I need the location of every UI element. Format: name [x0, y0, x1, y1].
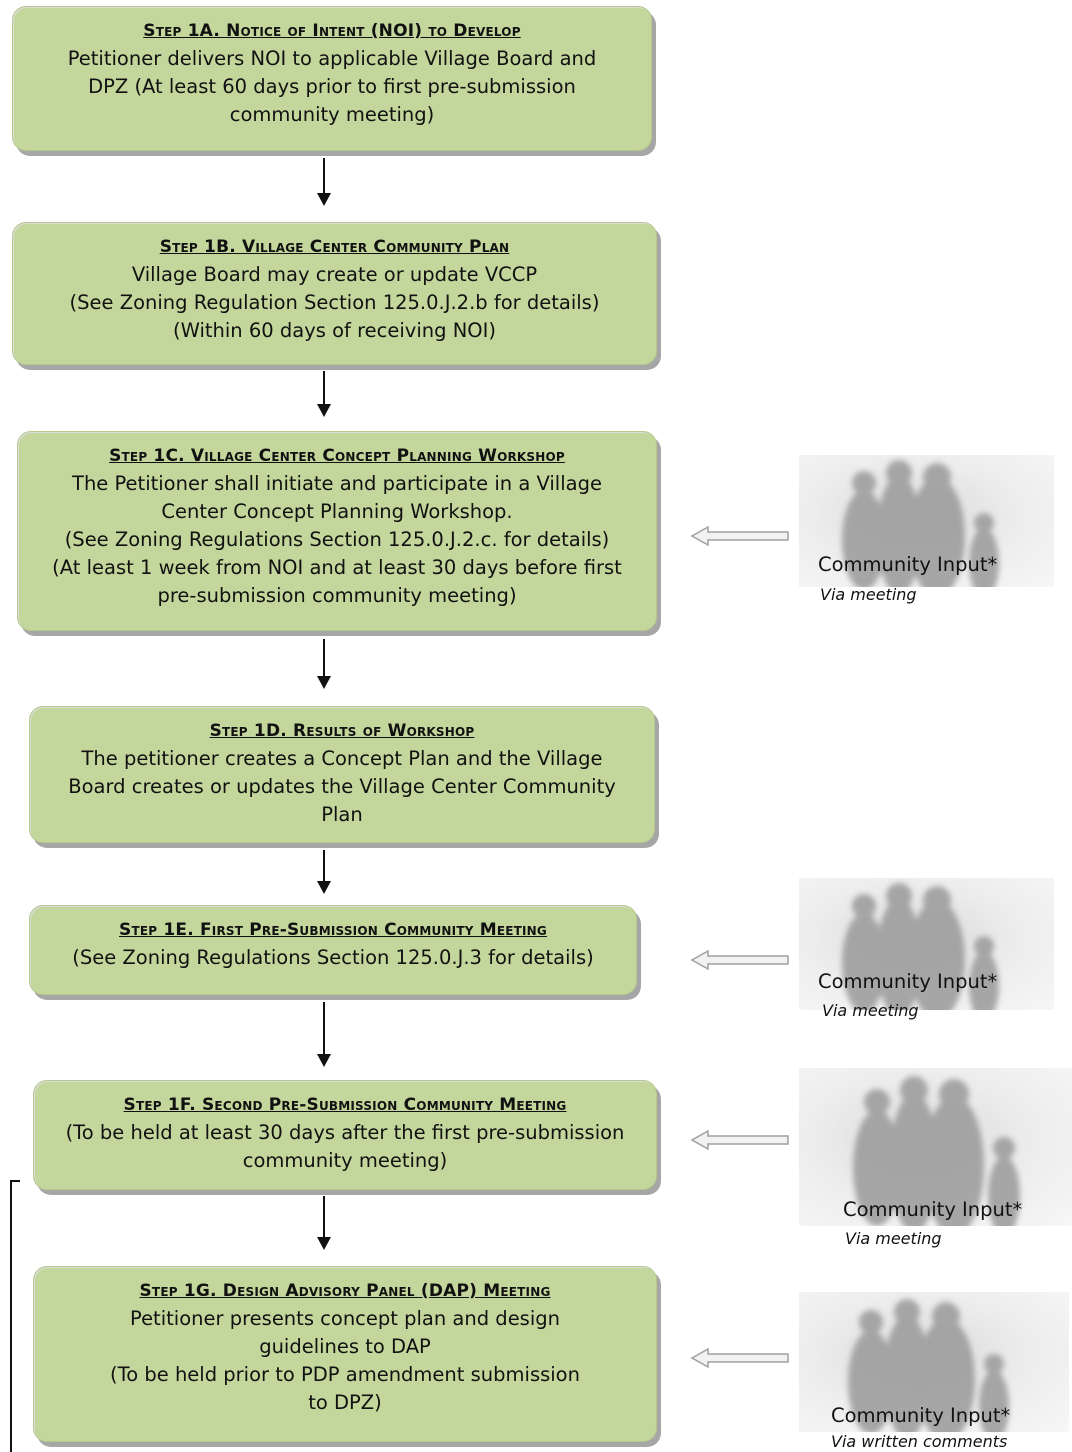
step-title: Step 1B. Village Center Community Plan [159, 237, 510, 257]
step-text: (See Zoning Regulation Section 125.0.J.2… [69, 291, 600, 314]
step-title: Step 1E. First Pre-Submission Community … [119, 920, 547, 940]
down-arrow-icon [317, 1196, 331, 1250]
community-input-image [799, 1068, 1072, 1226]
family-silhouette-icon [848, 1299, 1009, 1432]
community-input-label: Community Input* [818, 970, 998, 993]
step-text: DPZ (At least 60 days prior to first pre… [88, 75, 576, 98]
community-input-label: Community Input* [831, 1404, 1011, 1427]
step-text: Petitioner presents concept plan and des… [130, 1307, 560, 1330]
step-1g-box: Step 1G. Design Advisory Panel (DAP) Mee… [33, 1266, 657, 1442]
community-input-label: Community Input* [818, 553, 998, 576]
step-text: (See Zoning Regulations Section 125.0.J.… [64, 528, 610, 551]
community-input-via: Via meeting [820, 585, 917, 604]
step-text: pre-submission community meeting) [157, 584, 517, 607]
down-arrow-icon [317, 371, 331, 417]
step-1b-box: Step 1B. Village Center Community Plan V… [12, 222, 657, 365]
step-text: (Within 60 days of receiving NOI) [173, 319, 496, 342]
step-text: Village Board may create or update VCCP [131, 263, 538, 286]
step-1f-box: Step 1F. Second Pre-Submission Community… [33, 1080, 657, 1190]
step-text: (At least 1 week from NOI and at least 3… [52, 556, 622, 579]
down-arrow-icon [317, 850, 331, 894]
step-text: Center Concept Planning Workshop. [161, 500, 513, 523]
community-input-via: Via written comments [831, 1432, 1008, 1451]
step-text: Board creates or updates the Village Cen… [68, 775, 616, 798]
step-1a-box: Step 1A. Notice of Intent (NOI) to Devel… [12, 6, 652, 151]
community-input-label: Community Input* [843, 1198, 1023, 1221]
community-input-image [799, 455, 1054, 587]
down-arrow-icon [317, 639, 331, 689]
step-title: Step 1D. Results of Workshop [209, 721, 475, 741]
community-input-image [799, 1292, 1069, 1432]
step-text: Plan [321, 803, 363, 826]
community-input-via: Via meeting [845, 1229, 942, 1248]
family-silhouette-icon [842, 883, 999, 1010]
community-input-via: Via meeting [822, 1001, 919, 1020]
step-text: guidelines to DAP [259, 1335, 431, 1358]
step-1d-box: Step 1D. Results of Workshop The petitio… [29, 706, 655, 843]
step-1c-box: Step 1C. Village Center Concept Planning… [17, 431, 657, 631]
step-1e-box: Step 1E. First Pre-Submission Community … [29, 905, 637, 995]
left-arrow-icon [690, 525, 789, 547]
step-text: community meeting) [242, 1149, 448, 1172]
left-arrow-icon [690, 1347, 789, 1369]
step-text: The Petitioner shall initiate and partic… [72, 472, 602, 495]
down-arrow-icon [317, 158, 331, 206]
step-text: (To be held prior to PDP amendment submi… [110, 1363, 580, 1386]
step-title: Step 1C. Village Center Concept Planning… [109, 446, 565, 466]
step-title: Step 1A. Notice of Intent (NOI) to Devel… [143, 21, 521, 41]
family-silhouette-icon [853, 1076, 1020, 1226]
family-silhouette-icon [842, 460, 999, 587]
left-arrow-icon [690, 949, 789, 971]
step-text: Petitioner delivers NOI to applicable Vi… [67, 47, 597, 70]
step-title: Step 1G. Design Advisory Panel (DAP) Mee… [139, 1281, 551, 1301]
step-text: The petitioner creates a Concept Plan an… [81, 747, 603, 770]
step-title: Step 1F. Second Pre-Submission Community… [123, 1095, 567, 1115]
step-text: to DPZ) [308, 1391, 382, 1414]
step-text: (To be held at least 30 days after the f… [65, 1121, 625, 1144]
step-text: community meeting) [229, 103, 435, 126]
left-bracket-line [10, 1180, 20, 1452]
step-text: (See Zoning Regulations Section 125.0.J.… [72, 946, 594, 969]
left-arrow-icon [690, 1129, 789, 1151]
down-arrow-icon [317, 1002, 331, 1067]
community-input-image [799, 878, 1054, 1010]
